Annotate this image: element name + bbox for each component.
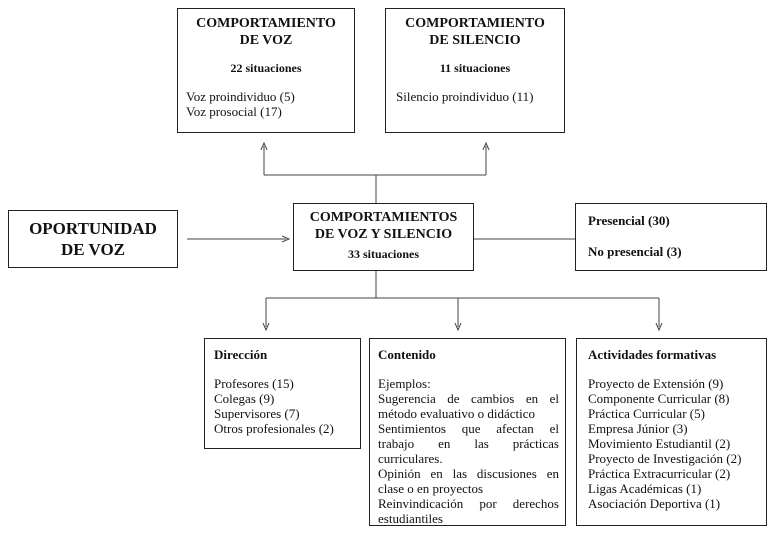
- silencio-count: 11 situaciones: [439, 61, 511, 75]
- oportunidad-title-line-2: DE VOZ: [60, 240, 126, 259]
- direccion-item-supervisores: Supervisores (7): [214, 406, 300, 421]
- box-actividades-formativas: Actividades formativas Proyecto de Exten…: [576, 338, 767, 526]
- modalidad-presencial: Presencial (30): [588, 213, 670, 228]
- contenido-item-opinion: Opinión en las discusiones en clase o en…: [378, 466, 559, 496]
- actividades-item-empresa-junior: Empresa Júnior (3): [588, 421, 688, 436]
- box-modalidad: Presencial (30) No presencial (3): [575, 203, 767, 271]
- silencio-title-line-1: COMPORTAMIENTO: [405, 16, 545, 31]
- actividades-item-practica-curricular: Práctica Curricular (5): [588, 406, 705, 421]
- box-contenido: Contenido Ejemplos: Sugerencia de cambio…: [369, 338, 566, 526]
- voz-title-line-1: COMPORTAMIENTO: [196, 16, 336, 31]
- box-comportamiento-voz: COMPORTAMIENTO DE VOZ 22 situaciones Voz…: [177, 8, 355, 133]
- actividades-item-investigacion: Proyecto de Investigación (2): [588, 451, 742, 466]
- voz-item-proindividuo: Voz proindividuo (5): [186, 89, 295, 104]
- box-comportamientos-voz-silencio: COMPORTAMIENTOS DE VOZ Y SILENCIO 33 sit…: [293, 203, 474, 271]
- contenido-title: Contenido: [378, 347, 436, 362]
- box-oportunidad-voz: OPORTUNIDAD DE VOZ: [8, 210, 178, 268]
- direccion-item-otros: Otros profesionales (2): [214, 421, 334, 436]
- actividades-item-ligas: Ligas Académicas (1): [588, 481, 702, 496]
- actividades-item-extension: Proyecto de Extensión (9): [588, 376, 724, 391]
- actividades-item-deportiva: Asociación Deportiva (1): [588, 496, 721, 511]
- box-direccion: Dirección Profesores (15) Colegas (9) Su…: [204, 338, 361, 449]
- direccion-item-profesores: Profesores (15): [214, 376, 294, 391]
- box-comportamiento-silencio: COMPORTAMIENTO DE SILENCIO 11 situacione…: [385, 8, 565, 133]
- voz-count: 22 situaciones: [230, 61, 302, 75]
- actividades-item-movimiento: Movimiento Estudiantil (2): [588, 436, 731, 451]
- voz-title-line-2: DE VOZ: [239, 33, 293, 48]
- actividades-title: Actividades formativas: [588, 347, 717, 362]
- silencio-title-line-2: DE SILENCIO: [429, 33, 521, 48]
- contenido-item-reinvindicacion: Reinvindicación por derechos estudiantil…: [378, 496, 559, 526]
- modalidad-no-presencial: No presencial (3): [588, 244, 682, 259]
- silencio-item-proindividuo: Silencio proindividuo (11): [396, 89, 534, 104]
- direccion-item-colegas: Colegas (9): [214, 391, 275, 406]
- contenido-intro: Ejemplos:: [378, 376, 431, 391]
- central-title-line-1: COMPORTAMIENTOS: [309, 210, 458, 225]
- voz-item-prosocial: Voz prosocial (17): [186, 104, 282, 119]
- central-title-line-2: DE VOZ Y SILENCIO: [314, 227, 453, 242]
- actividades-item-componente: Componente Curricular (8): [588, 391, 730, 406]
- contenido-item-sentimientos: Sentimientos que afectan el trabajo en l…: [378, 421, 559, 466]
- contenido-item-sugerencia: Sugerencia de cambios en el método evalu…: [378, 391, 559, 421]
- actividades-item-extracurricular: Práctica Extracurricular (2): [588, 466, 731, 481]
- central-count: 33 situaciones: [347, 247, 419, 261]
- oportunidad-title-line-1: OPORTUNIDAD: [29, 219, 157, 238]
- direccion-title: Dirección: [214, 347, 268, 362]
